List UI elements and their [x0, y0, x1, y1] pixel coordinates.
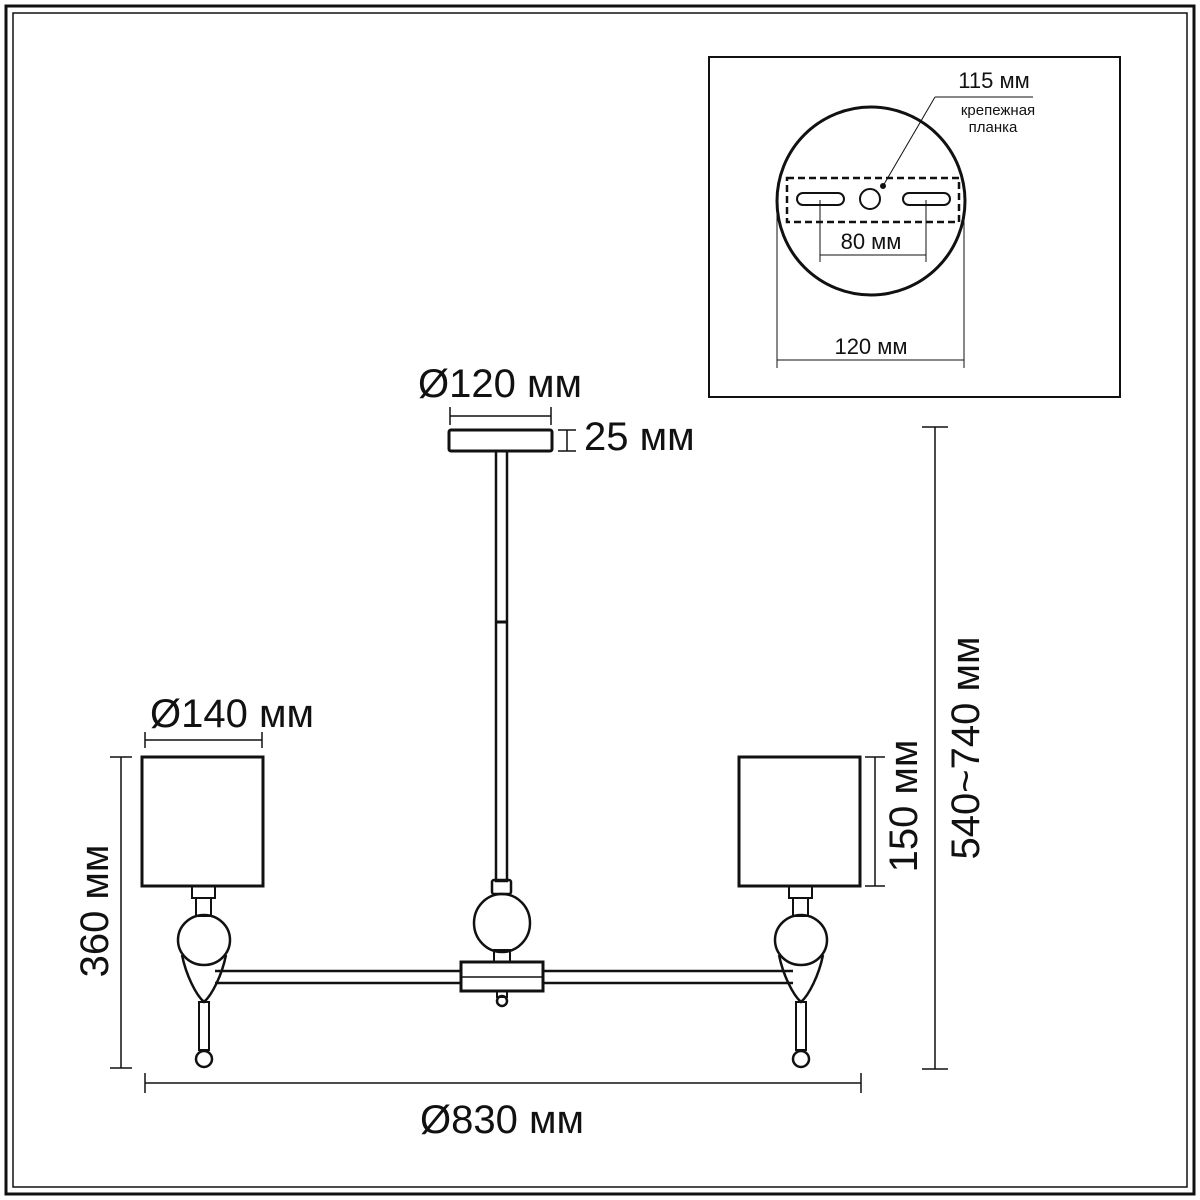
dimensions: Ø120 мм 25 мм 540~740 мм Ø140 мм 150 мм …: [73, 362, 988, 1142]
glass-ball-right: [773, 913, 829, 967]
suspension-rod: [494, 449, 509, 883]
finial-ball-left: [194, 1049, 214, 1069]
ceiling-canopy: [447, 428, 554, 453]
bracket-detail-inset: 115 мм крепежная планка 80 мм 120 мм: [708, 56, 1121, 398]
center-hole: [859, 188, 881, 210]
arm-height-label: 360 мм: [73, 845, 117, 978]
glass-ball-left: [176, 913, 232, 967]
mounting-plate: [785, 176, 961, 224]
collar-right: [792, 897, 809, 917]
inset-box: [708, 56, 1121, 398]
shade-height-label: 150 мм: [882, 740, 926, 873]
shade-right: [737, 755, 862, 888]
canopy-diameter-label: Ø120 мм: [418, 362, 582, 406]
total-diameter-label: Ø830 мм: [420, 1098, 584, 1142]
finial-rod-right: [795, 1001, 807, 1051]
drop-left: [180, 954, 228, 1004]
center-glass-ball: [472, 892, 532, 954]
canopy-thickness-label: 25 мм: [584, 415, 695, 459]
socket-left: [191, 885, 216, 899]
shade-diameter-label: Ø140 мм: [150, 692, 314, 736]
chandelier: [140, 428, 862, 1069]
finial-ball-right: [791, 1049, 811, 1069]
canopy-width-label: 120 мм: [834, 334, 907, 359]
inner-frame: [12, 12, 1188, 1188]
finial-rod-left: [198, 1001, 210, 1051]
drop-right: [777, 954, 825, 1004]
shade-left: [140, 755, 265, 888]
outer-frame: [4, 4, 1196, 1196]
plate-length-label: 115 мм: [958, 68, 1029, 93]
socket-right: [788, 885, 813, 899]
leader-line: [882, 96, 936, 187]
plate-caption-line1: крепежная: [961, 102, 1035, 119]
canopy-circle: [775, 105, 967, 297]
plate-caption-line2: планка: [969, 119, 1018, 136]
center-finial: [495, 994, 509, 1008]
collar-left: [195, 897, 212, 917]
height-range-label: 540~740 мм: [944, 637, 988, 860]
slot-spacing-label: 80 мм: [841, 229, 902, 254]
